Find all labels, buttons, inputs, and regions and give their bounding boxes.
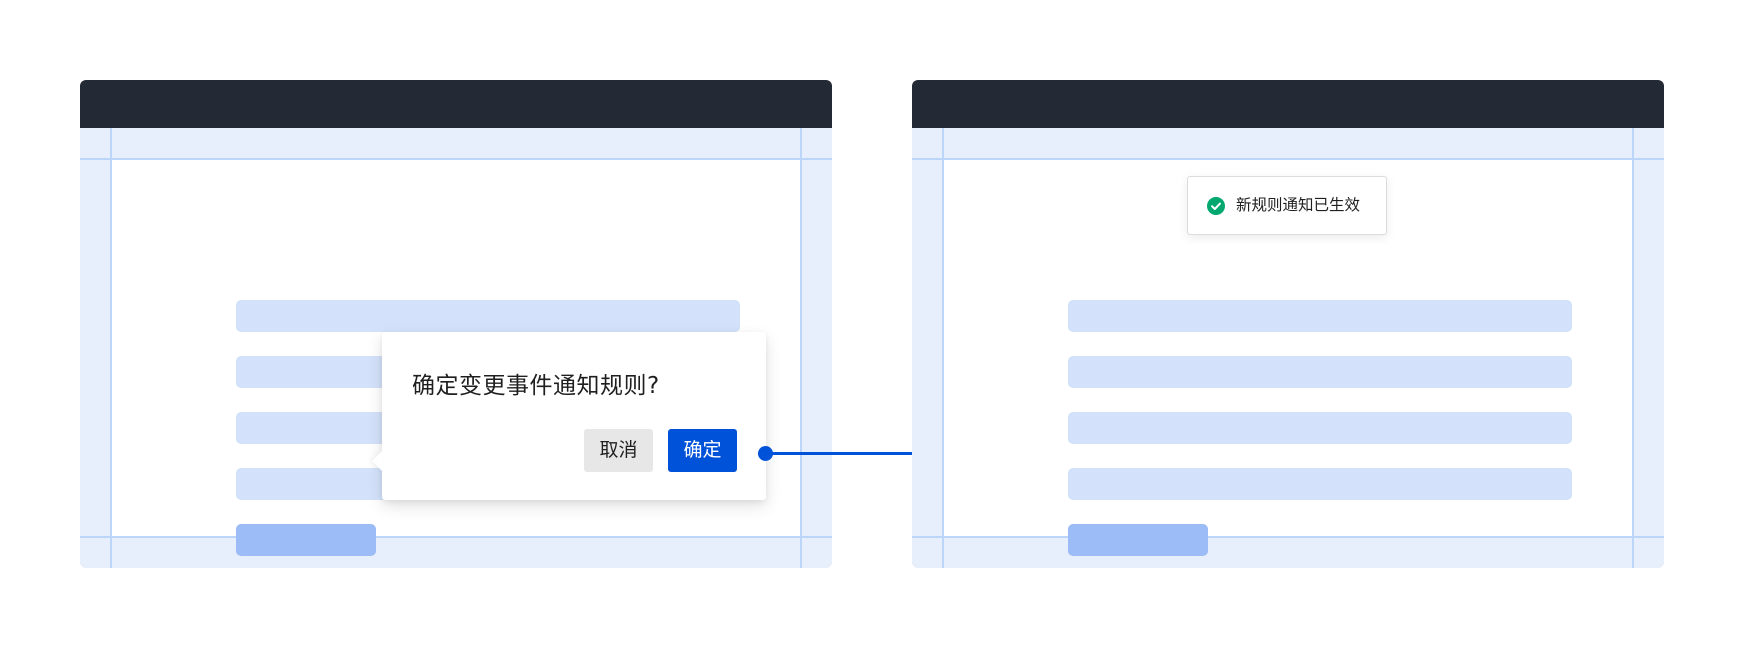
grid-line <box>1632 128 1634 568</box>
grid-line <box>800 128 802 568</box>
placeholder-field <box>1068 300 1572 332</box>
placeholder-field <box>1068 468 1572 500</box>
confirm-button[interactable]: 确定 <box>668 429 737 472</box>
check-circle-icon <box>1207 197 1225 215</box>
window-after <box>912 80 1664 568</box>
toast-message: 新规则通知已生效 <box>1236 196 1361 214</box>
popconfirm-title: 确定变更事件通知规则? <box>412 373 660 399</box>
grid-line <box>912 536 1664 538</box>
placeholder-field <box>236 300 740 332</box>
connector-start-dot <box>758 446 773 461</box>
popconfirm-arrow <box>372 451 382 471</box>
popconfirm-dialog: 确定变更事件通知规则? 取消 确定 <box>372 332 766 500</box>
submit-button-placeholder[interactable] <box>236 524 376 556</box>
grid-band-bottom <box>80 537 832 568</box>
grid-line <box>942 128 944 568</box>
grid-line <box>110 128 112 568</box>
window-header <box>912 80 1664 128</box>
submit-button-placeholder[interactable] <box>1068 524 1208 556</box>
grid-line <box>80 536 832 538</box>
cancel-button[interactable]: 取消 <box>584 429 653 472</box>
grid-band-top <box>80 128 832 159</box>
window-header <box>80 80 832 128</box>
grid-line <box>912 158 1664 160</box>
placeholder-field <box>1068 412 1572 444</box>
connector-line <box>765 452 1003 455</box>
grid-line <box>80 158 832 160</box>
placeholder-field <box>1068 356 1572 388</box>
grid-band-left <box>80 128 111 568</box>
grid-band-right <box>801 128 832 568</box>
success-toast: 新规则通知已生效 <box>1187 176 1387 235</box>
grid-band-left <box>912 128 943 568</box>
grid-band-bottom <box>912 537 1664 568</box>
grid-band-top <box>912 128 1664 159</box>
grid-band-right <box>1633 128 1664 568</box>
